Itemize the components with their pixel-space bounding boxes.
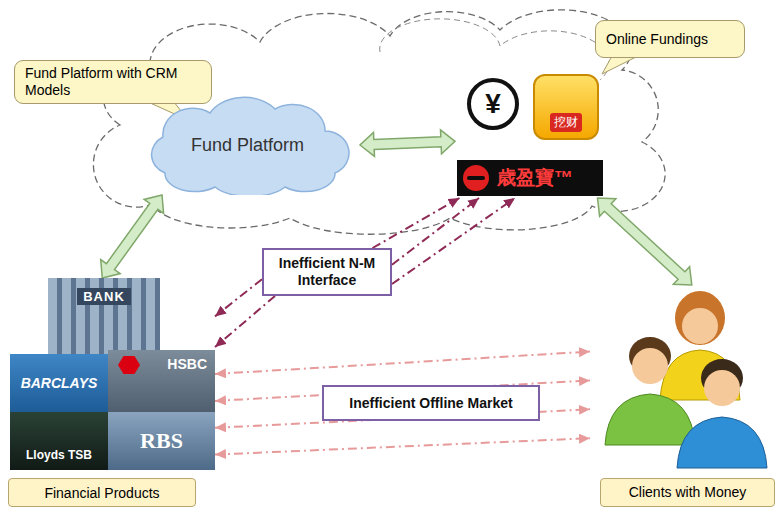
- bank-logo: RBS: [108, 412, 215, 470]
- internet-cloud-outline: [93, 10, 665, 234]
- node-label: Fund Platform with CRM Models: [25, 65, 201, 99]
- bank-building: BANK: [48, 278, 160, 354]
- double-arrow: [598, 198, 692, 285]
- app-name: 挖财: [550, 113, 582, 132]
- cloud-outline: [152, 97, 349, 195]
- app-icon-group: ¥ 挖财歳盈寶™: [455, 72, 605, 198]
- bank-name: RBS: [140, 428, 183, 454]
- node-label: Fund Platform: [191, 135, 304, 156]
- brand-banner: 歳盈寶™: [457, 160, 603, 196]
- brand-mark: [463, 165, 489, 191]
- bank-name: Lloyds TSB: [26, 448, 92, 462]
- callout-bubble: Online Fundings: [595, 20, 745, 58]
- callout-bubble: Fund Platform with CRM Models: [14, 60, 212, 104]
- bank-name: BANK: [77, 288, 131, 305]
- bank-name: BARCLAYS: [21, 375, 98, 391]
- bank-name: HSBC: [167, 356, 207, 372]
- bank-logo: Lloyds TSB: [10, 412, 108, 470]
- dash-dot-arrow: [392, 198, 515, 284]
- double-arrow: [360, 130, 455, 157]
- app-icon: 挖财: [533, 74, 599, 140]
- dash-dot-arrow: [215, 279, 262, 316]
- issue-box: Inefficient N-M Interface: [262, 248, 392, 296]
- node-label: Inefficient Offline Market: [349, 395, 512, 412]
- app-name: ¥: [485, 88, 501, 120]
- brand-mark: [118, 356, 140, 374]
- person-icon: [605, 337, 695, 445]
- node-label: Inefficient N-M Interface: [270, 255, 384, 289]
- app-name: 歳盈寶™: [497, 165, 573, 191]
- double-arrow: [101, 195, 164, 278]
- node-label: Online Fundings: [606, 31, 708, 48]
- node-label: Clients with Money: [600, 478, 775, 507]
- bank-logo-collage: BANK BARCLAYS HSBC Lloyds TSB RBS: [10, 278, 215, 470]
- person-icon: [677, 359, 767, 468]
- node-label: Financial Products: [44, 485, 159, 501]
- clients-group: Clients with Money: [590, 285, 775, 507]
- platform-cloud: Fund Platform: [135, 95, 360, 195]
- issue-box: Inefficient Offline Market: [322, 385, 540, 421]
- label-box: Financial Products: [8, 478, 196, 507]
- dash-dot-arrow: [215, 352, 590, 374]
- bank-logo: HSBC: [108, 350, 215, 412]
- dash-dot-arrow: [215, 438, 590, 454]
- dash-dot-arrow: [215, 296, 275, 347]
- yen-icon: ¥: [467, 78, 519, 130]
- bank-logo: BARCLAYS: [10, 354, 108, 412]
- inner-cloud-outline: [380, 19, 609, 80]
- callout-tail: [602, 56, 638, 74]
- dash-dot-arrow: [373, 198, 460, 248]
